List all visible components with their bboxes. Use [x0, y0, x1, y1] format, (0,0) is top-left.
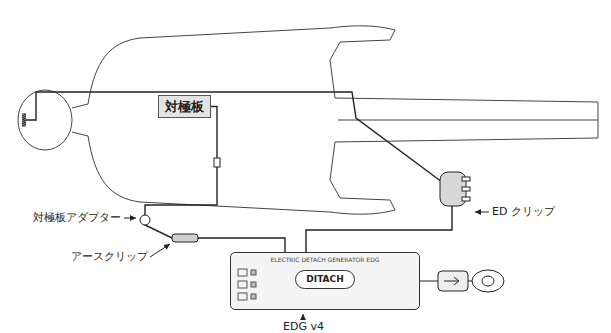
pad-adapter: [140, 215, 150, 225]
ed-clip-cable: [306, 206, 452, 252]
part-label: ED クリップ: [491, 205, 556, 218]
body-outline: [18, 26, 598, 214]
return-electrode-pad: 対極板: [158, 95, 211, 118]
hand-controller: [420, 270, 504, 292]
panel-icons: [237, 265, 261, 305]
part-label: EDG v4: [282, 320, 325, 333]
generator-unit: ELECTRIC DETACH GENERATOR EDG DITACH: [230, 252, 420, 310]
leader-arrows: [124, 212, 489, 320]
coil: [22, 114, 26, 126]
part-label: 対極板アダプター: [32, 211, 122, 224]
ed-clip: [440, 172, 470, 206]
node-title: ELECTRIC DETACH GENERATOR EDG: [237, 256, 413, 264]
part-label: アースクリップ: [70, 250, 149, 263]
earth-clip: [172, 234, 198, 242]
brand-name: DITACH: [295, 270, 354, 289]
cable-connector: [214, 158, 220, 167]
catheter-wire: [26, 92, 442, 182]
cable: [145, 107, 285, 253]
node-title: 対極板: [165, 99, 204, 114]
